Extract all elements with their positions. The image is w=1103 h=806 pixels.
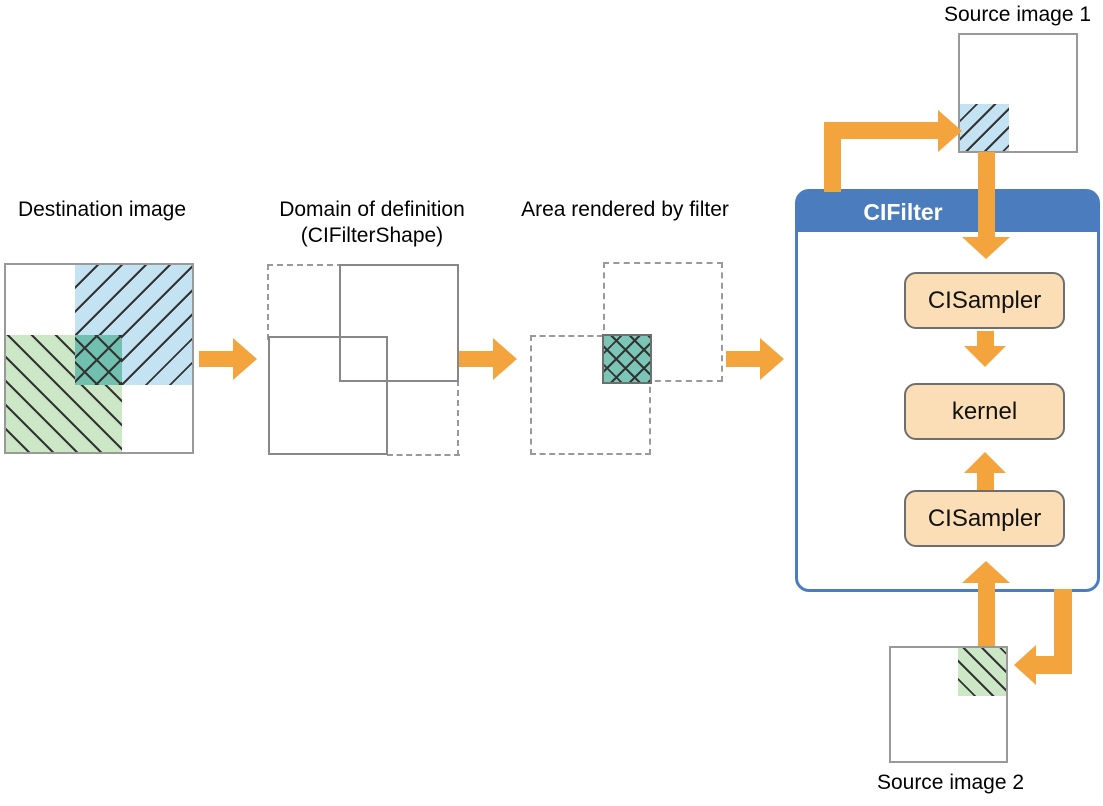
area-rendered-teal-square	[602, 334, 652, 384]
connector-s1-arrowhead-icon	[938, 110, 962, 152]
connector-s2-horizontal-shaft	[1036, 656, 1072, 674]
destination-image-label: Destination image	[17, 198, 187, 221]
cifilter-box: CIFilter CISampler kernel CISampler	[795, 189, 1100, 592]
connector-s1-horizontal-shaft	[824, 122, 938, 139]
domain-dashed-bottom-segment	[387, 454, 460, 456]
domain-dashed-top-segment	[267, 264, 343, 266]
flow-arrow-2-shaft	[459, 351, 493, 367]
cisampler-top-node: CISampler	[904, 272, 1065, 329]
area-rendered-figure	[530, 262, 724, 456]
connector-down-arrowhead-icon	[962, 237, 1010, 259]
connector-up-arrowhead-icon	[962, 561, 1010, 583]
flow-arrow-3-head-icon	[760, 338, 784, 380]
domain-of-definition-label: Domain of definition (CIFilterShape)	[257, 197, 487, 249]
area-dashed-square-top-right	[603, 262, 723, 382]
domain-solid-square-bottom-left	[268, 336, 388, 455]
destination-image-figure	[4, 263, 194, 454]
source-image-1-figure	[958, 33, 1078, 153]
domain-dashed-left-segment	[267, 264, 269, 340]
domain-label-line2: (CIFilterShape)	[300, 224, 444, 247]
source-image-1-label: Source image 1	[943, 3, 1092, 26]
arrow-sampler-kernel-shaft	[977, 331, 994, 346]
flow-arrow-3-shaft	[726, 351, 760, 367]
domain-solid-square-top-right	[339, 264, 459, 382]
connector-s2-vertical-shaft	[1054, 589, 1072, 674]
source-1-sampled-region	[960, 104, 1009, 151]
domain-dashed-right-segment	[457, 380, 459, 456]
arrow-sampler-kernel-head-icon	[964, 346, 1006, 367]
arrow-bottom-sampler-head-icon	[964, 452, 1006, 473]
flow-arrow-2-head-icon	[493, 338, 517, 380]
source-2-sampled-region	[958, 648, 1006, 696]
area-rendered-label: Area rendered by filter	[521, 198, 729, 221]
destination-overlap-region	[74, 334, 123, 385]
flow-arrow-1-head-icon	[233, 338, 257, 380]
arrow-bottom-sampler-shaft	[977, 472, 994, 490]
area-dashed-square-bottom-left	[530, 335, 651, 455]
domain-label-line1: Domain of definition	[279, 198, 465, 221]
connector-down-shaft	[978, 152, 995, 237]
connector-s2-arrowhead-icon	[1014, 645, 1036, 685]
cisampler-bottom-node: CISampler	[904, 490, 1065, 547]
kernel-node: kernel	[904, 383, 1065, 440]
source-image-2-label: Source image 2	[876, 771, 1025, 794]
domain-of-definition-figure	[267, 264, 460, 456]
cifilter-header: CIFilter	[798, 192, 1097, 232]
flow-arrow-1-shaft	[199, 351, 233, 367]
connector-up-shaft	[978, 582, 995, 646]
connector-s1-vertical-shaft	[824, 122, 841, 192]
cifilter-title: CIFilter	[863, 199, 943, 225]
source-image-2-figure	[889, 646, 1008, 763]
